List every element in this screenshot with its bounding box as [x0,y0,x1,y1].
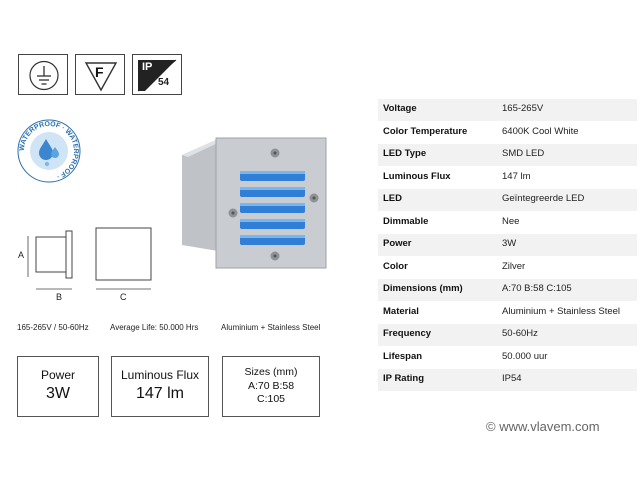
spec-value: 147 lm [502,170,531,182]
spec-row: LED Geïntegreerde LED [378,189,637,211]
ip-bottom-label: 54 [158,77,170,88]
f-mark-label: F [95,64,104,80]
spec-row: Power 3W [378,234,637,256]
spec-row: Dimensions (mm) A:70 B:58 C:105 [378,279,637,301]
spec-key: Voltage [383,103,417,114]
power-box-label: Power [40,368,75,382]
spec-value: Zilver [502,260,526,272]
svg-text:WATERPROOF · WATERPROOF ·: WATERPROOF · WATERPROOF · [19,121,79,180]
spec-key: Dimmable [383,215,429,227]
power-box-value: 3W [46,385,70,402]
spec-key: Frequency [383,328,432,339]
spec-value: Geïntegreerde LED [502,193,585,204]
waterproof-text: WATERPROOF · WATERPROOF · [19,121,79,180]
spec-key: LED Type [383,148,427,159]
spec-key: Power [383,238,412,249]
spec-key: Color [383,260,408,272]
spec-value: SMD LED [502,148,545,159]
spec-key: Dimensions (mm) [383,283,463,294]
f-mark-icon: F [75,54,125,95]
spec-value: A:70 B:58 C:105 [502,283,572,294]
dimension-drawing: A B C [18,222,168,304]
watermark: © www.vlavem.com [486,419,600,434]
spec-value: 3W [502,238,517,249]
luminous-flux-box-label: Luminous Flux [120,368,200,382]
spec-row: Lifespan 50.000 uur [383,347,633,369]
spec-key: Material [383,305,419,317]
luminous-flux-box: Luminous Flux 147 lm [111,356,209,417]
sizes-box-value-line1: A:70 B:58 [247,380,295,392]
spec-value: 6400K Cool White [502,125,579,137]
sizes-box-value-line2: C:105 [256,393,286,405]
spec-row: Luminous Flux 147 lm [383,167,633,189]
spec-key: Luminous Flux [383,170,451,182]
spec-value: 50-60Hz [502,328,538,339]
spec-value: 50.000 uur [502,350,548,362]
spec-value: 165-265V [502,103,544,114]
spec-row: IP Rating IP54 [378,369,637,391]
sizes-box: Sizes (mm) A:70 B:58 C:105 [222,356,320,417]
spec-value: IP54 [502,373,522,384]
spec-row: Color Temperature 6400K Cool White [383,122,633,144]
dimension-b: B [56,292,63,302]
spec-voltage: 165-265V / 50-60Hz [17,323,89,332]
spec-value: Aluminium + Stainless Steel [502,305,621,317]
spec-key: Color Temperature [383,125,468,137]
spec-material: Aluminium + Stainless Steel [221,323,321,332]
spec-key: Lifespan [383,350,423,362]
spec-row: Color Zilver [383,257,633,279]
product-image [178,133,328,273]
ip-top-label: IP [142,61,153,73]
ip54-icon: IP 54 [132,54,182,95]
spec-row: Dimmable Nee [383,212,633,234]
spec-life: Average Life: 50.000 Hrs [110,323,199,332]
spec-row: Frequency 50-60Hz [378,324,637,346]
waterproof-badge: WATERPROOF · WATERPROOF · [17,119,81,183]
spec-key: LED [383,193,402,204]
class-ii-earth-icon [18,54,68,95]
dimension-a: A [18,250,25,260]
spec-value: Nee [502,215,520,227]
spec-row: Material Aluminium + Stainless Steel [383,302,633,324]
sizes-box-label: Sizes (mm) [244,366,298,378]
spec-row: LED Type SMD LED [378,144,637,166]
spec-row: Voltage 165-265V [378,99,637,121]
luminous-flux-box-value: 147 lm [135,385,185,402]
spec-key: IP Rating [383,373,424,384]
dimension-c: C [120,292,127,302]
power-box: Power 3W [17,356,99,417]
